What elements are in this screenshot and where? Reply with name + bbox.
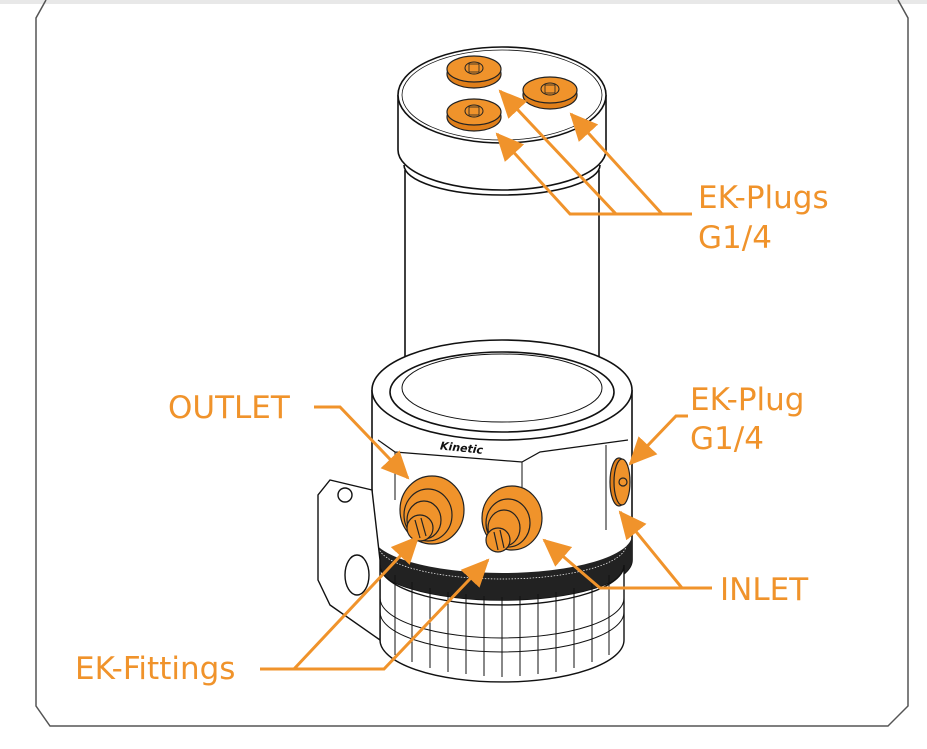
pump-housing	[371, 339, 633, 601]
base-cage	[379, 564, 625, 683]
mount-bracket	[317, 479, 381, 642]
label-ek-fittings: EK-Fittings	[75, 651, 235, 687]
top-plug-2	[522, 76, 578, 110]
inlet-leader-1	[618, 510, 712, 590]
side-plug	[609, 457, 631, 507]
fittings-leader-2	[294, 558, 490, 671]
label-ek-plugs-top: EK-Plugs	[698, 180, 829, 216]
plugs-top-leader-2	[569, 112, 664, 216]
diagram-frame	[35, 0, 909, 727]
inlet-fitting	[481, 485, 543, 553]
label-inlet: INLET	[720, 572, 809, 608]
top-border	[0, 0, 927, 4]
label-outlet: OUTLET	[168, 390, 291, 426]
plugs-top-leader-3	[495, 132, 616, 216]
brand-logo: Kinetic	[439, 439, 484, 456]
outlet-fitting	[399, 475, 465, 545]
top-plug-3	[446, 98, 502, 132]
inlet-leader-2	[542, 538, 682, 590]
label-ek-plug-side-thread: G1/4	[690, 421, 764, 457]
label-ek-plugs-top-thread: G1/4	[698, 220, 772, 256]
reservoir-top-cap	[397, 46, 607, 196]
top-plug-1	[446, 55, 502, 89]
outlet-leader	[314, 405, 410, 480]
plug-side-leader	[628, 414, 688, 466]
label-ek-plug-side: EK-Plug	[690, 382, 804, 418]
reservoir-tube	[404, 170, 600, 380]
